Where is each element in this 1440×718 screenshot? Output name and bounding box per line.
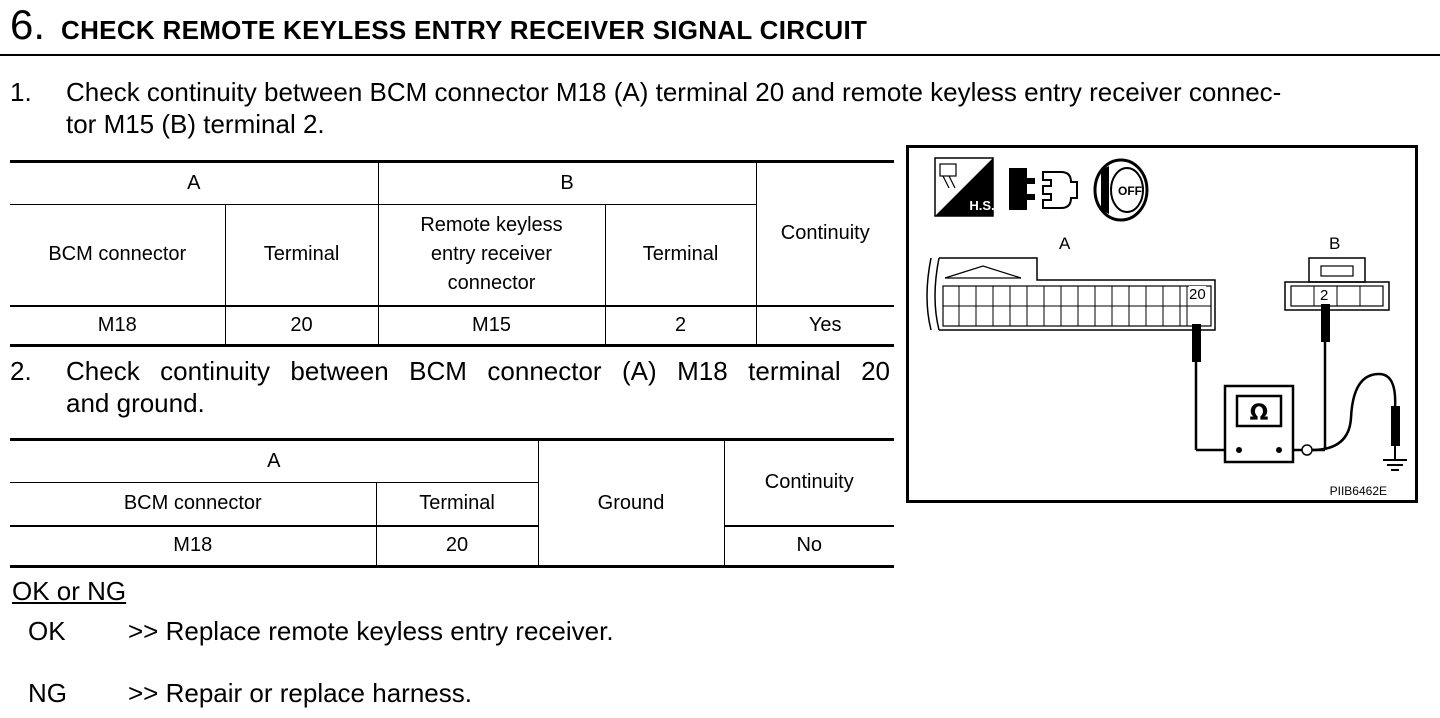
instruction-1-line1: Check continuity between BCM connector M… <box>66 77 1282 107</box>
receiver-header-line: entry receiver <box>430 243 553 266</box>
table1-header-continuity: Continuity <box>756 161 894 307</box>
table1-cell-receiver-connector: M15 <box>378 305 606 346</box>
title-divider <box>0 54 1440 56</box>
table1-cell-terminal-b: 2 <box>605 305 757 346</box>
hs-icon-text: H.S. <box>969 198 994 213</box>
step-heading: 6. CHECK REMOTE KEYLESS ENTRY RECEIVER S… <box>10 4 867 56</box>
continuity-table-2: A Ground Continuity BCM connector Termin… <box>10 438 894 568</box>
table2-group-a: A <box>10 439 539 483</box>
ohm-symbol: Ω <box>1250 401 1269 426</box>
table1-header-terminal-b: Terminal <box>605 204 757 307</box>
instruction-2-number: 2. <box>10 356 32 386</box>
table1-cell-bcm-connector: M18 <box>10 305 226 346</box>
connector-b-label: B <box>1329 234 1341 253</box>
ok-action: >> Replace remote keyless entry receiver… <box>128 616 614 646</box>
instruction-1-number: 1. <box>10 77 32 107</box>
diagram-drawing: H.S. OFF <box>926 157 1407 471</box>
continuity-check-diagram: H.S. OFF <box>906 145 1418 503</box>
receiver-header-line: Remote keyless <box>420 214 563 237</box>
instruction-1: 1. Check continuity between BCM connecto… <box>10 76 1430 140</box>
terminal-20-label: 20 <box>1189 286 1206 303</box>
table1-cell-terminal-a: 20 <box>225 305 379 346</box>
table2-header-continuity: Continuity <box>724 439 894 527</box>
step-title: CHECK REMOTE KEYLESS ENTRY RECEIVER SIGN… <box>61 15 868 45</box>
table2-cell-continuity: No <box>796 534 823 557</box>
table1-group-b: B <box>378 161 757 205</box>
instruction-2-line1: Check continuity between BCM connector (… <box>66 356 890 386</box>
table2-header-ground: Ground <box>538 439 725 567</box>
ohmmeter-icon: Ω <box>1223 384 1295 464</box>
harness-side-icon: H.S. <box>934 157 995 217</box>
connector-disconnect-icon <box>1009 168 1078 210</box>
ng-key: NG <box>28 678 67 708</box>
table1-header-bcm-connector: BCM connector <box>10 204 226 307</box>
instruction-2-line2: and ground. <box>66 388 205 418</box>
bcm-connector-a <box>926 257 1216 331</box>
table1-group-a: A <box>10 161 379 205</box>
ok-or-ng-label: OK or NG <box>12 576 127 606</box>
table2-header-bcm-connector: BCM connector <box>10 482 377 527</box>
connector-a-label: A <box>1059 234 1071 253</box>
table1-header-terminal-a: Terminal <box>225 204 379 307</box>
ignition-off-text: OFF <box>1118 184 1142 198</box>
ng-option: NG >> Repair or replace harness. <box>28 678 728 710</box>
receiver-connector-b <box>1284 257 1390 311</box>
table2-cell-terminal: 20 <box>376 525 539 567</box>
receiver-header-line: connector <box>447 272 536 295</box>
table2-header-terminal: Terminal <box>376 482 539 527</box>
table1-cell-continuity: Yes <box>808 313 842 336</box>
ng-action: >> Repair or replace harness. <box>128 678 472 708</box>
continuity-table-1: A B Continuity BCM connector Terminal Re… <box>10 160 894 347</box>
instruction-2: 2. Check continuity between BCM connecto… <box>10 355 894 419</box>
figure-code: PIIB6462E <box>1329 484 1387 498</box>
ok-key: OK <box>28 616 66 646</box>
step-number: 6. <box>10 1 46 48</box>
instruction-1-line2: tor M15 (B) terminal 2. <box>66 109 325 139</box>
ignition-off-icon: OFF <box>1093 158 1149 222</box>
terminal-2-label: 2 <box>1320 287 1329 304</box>
table2-cell-bcm-connector: M18 <box>10 525 377 567</box>
ok-option: OK >> Replace remote keyless entry recei… <box>28 616 728 648</box>
table1-header-receiver-connector: Remote keyless entry receiver connector <box>378 204 606 307</box>
